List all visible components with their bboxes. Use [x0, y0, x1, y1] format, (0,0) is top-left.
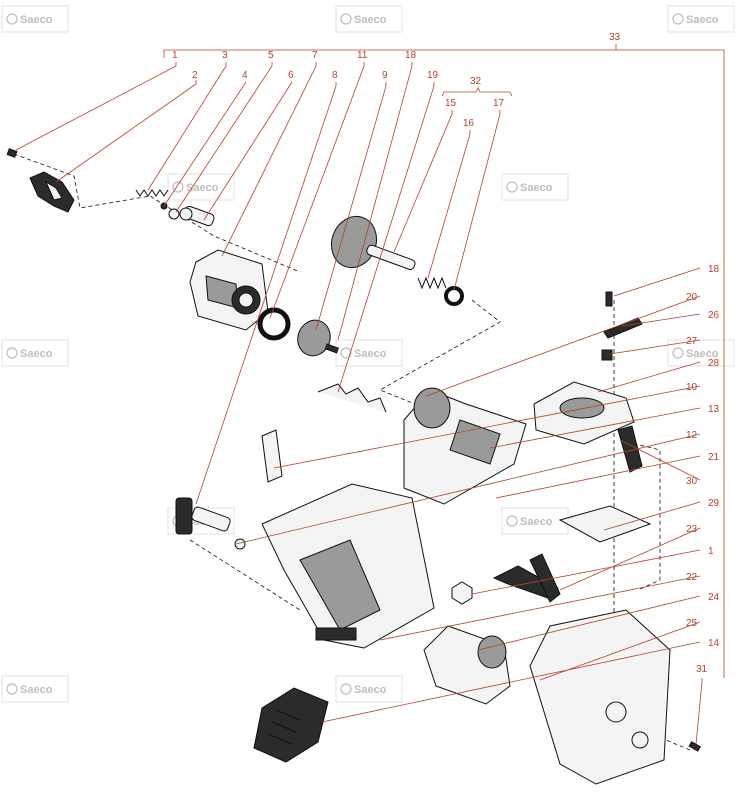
lever-part-26 [603, 317, 643, 339]
callout-6: 6 [288, 70, 294, 81]
bracket-part-11 [261, 429, 283, 483]
pin-part-6 [179, 205, 215, 227]
parts [6, 148, 702, 785]
callout-29: 29 [708, 498, 720, 509]
callout-19: 19 [427, 70, 439, 81]
callout-18-top: 18 [405, 50, 417, 61]
callout-32: 32 [470, 76, 482, 87]
frame-body-part-25 [529, 609, 671, 785]
tray-part-30 [558, 505, 652, 543]
svg-text:Saeco: Saeco [20, 684, 53, 696]
outlet-valve-part-8 [175, 497, 246, 550]
ring-part-17 [444, 286, 464, 306]
callout-16: 16 [463, 118, 475, 129]
svg-text:Saeco: Saeco [20, 348, 53, 360]
callout-30: 30 [686, 476, 698, 487]
saeco-watermark: Saeco [1, 5, 69, 33]
saeco-watermark: Saeco [667, 5, 735, 33]
callout-14: 14 [708, 638, 720, 649]
callout-12: 12 [686, 430, 698, 441]
callout-13: 13 [708, 404, 720, 415]
saeco-watermark: Saeco [501, 173, 569, 201]
nut-part-1 [451, 581, 473, 605]
funnel-part-28 [533, 381, 635, 445]
spring-part-27 [601, 349, 613, 361]
callout-33: 33 [609, 32, 621, 43]
svg-text:Saeco: Saeco [520, 182, 553, 194]
callout-10: 10 [686, 382, 698, 393]
saeco-watermark: Saeco [1, 675, 69, 703]
svg-text:Saeco: Saeco [520, 516, 553, 528]
svg-text:Saeco: Saeco [20, 14, 53, 26]
callout-4: 4 [242, 70, 248, 81]
svg-text:Saeco: Saeco [354, 14, 387, 26]
callout-1: 1 [172, 50, 178, 61]
svg-text:Saeco: Saeco [354, 684, 387, 696]
screw-part-18 [324, 343, 339, 354]
svg-text:Saeco: Saeco [354, 348, 387, 360]
lever-part-12 [617, 425, 643, 473]
spring-part-3 [135, 189, 169, 197]
saeco-watermark: Saeco [501, 507, 569, 535]
saeco-watermark: Saeco [1, 339, 69, 367]
callout-27: 27 [686, 336, 698, 347]
filter-piston-part-15 [330, 215, 416, 270]
filter-disc-part-9 [297, 319, 331, 357]
saeco-watermark: Saeco [335, 5, 403, 33]
gasket-part-8 [257, 307, 291, 341]
group-brackets [163, 44, 725, 678]
callout-2: 2 [192, 70, 198, 81]
callout-22: 22 [686, 572, 698, 583]
callout-5: 5 [268, 50, 274, 61]
callout-25: 25 [686, 618, 698, 629]
callout-15: 15 [445, 98, 457, 109]
callout-23: 23 [686, 524, 698, 535]
svg-text:Saeco: Saeco [686, 14, 719, 26]
saeco-watermark: Saeco [167, 173, 235, 201]
screw-part-31 [688, 741, 702, 752]
callout-21: 21 [708, 452, 720, 463]
callout-8: 8 [332, 70, 338, 81]
callout-31: 31 [696, 664, 708, 675]
oring-part-5 [168, 208, 180, 220]
callout-labels: 1 2 3 4 5 6 7 8 11 18 9 19 32 15 16 17 3… [172, 32, 720, 675]
screw-part-18b [605, 291, 613, 307]
callout-7: 7 [312, 50, 318, 61]
link-arms-part-23 [492, 553, 561, 603]
saeco-watermark: Saeco [335, 675, 403, 703]
saeco-watermark: Saeco [335, 339, 403, 367]
callout-20: 20 [686, 292, 698, 303]
brew-unit-part-10 [403, 387, 527, 505]
callout-17: 17 [493, 98, 505, 109]
callout-3: 3 [222, 50, 228, 61]
spring-part-16 [417, 276, 447, 290]
screw-part-1 [6, 148, 18, 158]
svg-text:Saeco: Saeco [686, 348, 719, 360]
valve-housing-part-7 [189, 249, 269, 331]
callout-26: 26 [708, 310, 720, 321]
lever-part-2 [29, 171, 75, 213]
main-frame-part-14 [261, 483, 435, 649]
spring-clip-part-19 [317, 383, 387, 413]
callout-24: 24 [708, 592, 720, 603]
valve-body-part-24 [423, 625, 511, 705]
svg-text:Saeco: Saeco [186, 182, 219, 194]
leader-lines [15, 62, 703, 745]
callout-18-right: 18 [708, 264, 720, 275]
callout-11: 11 [357, 50, 368, 61]
saeco-watermark: Saeco [667, 339, 735, 367]
callout-9: 9 [382, 70, 388, 81]
callout-1-right: 1 [708, 546, 714, 557]
callout-28: 28 [708, 358, 720, 369]
cover-plate-part-14 [253, 687, 329, 763]
